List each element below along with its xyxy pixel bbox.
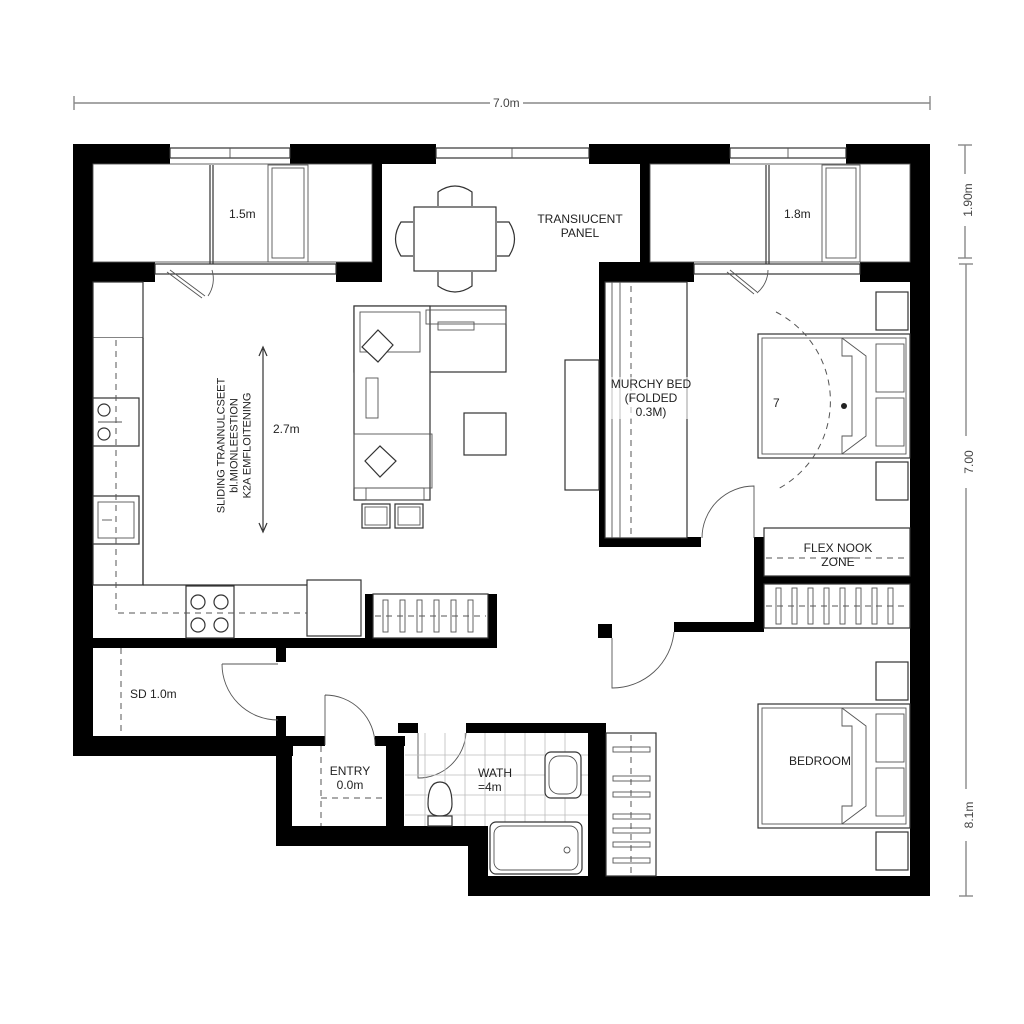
balcony-right-label: 1.8m — [784, 207, 811, 221]
storage-entry — [120, 648, 386, 826]
upper-bed — [757, 291, 911, 501]
dining-set — [394, 185, 516, 293]
translucent-panel-label: TRANSIUCENT PANEL — [537, 212, 623, 240]
dim-right-mid: 7.00 — [962, 436, 976, 488]
doors — [221, 631, 675, 779]
windows — [154, 147, 861, 275]
balcony-left-label: 1.5m — [229, 207, 256, 221]
bath-label: WATH =4m — [478, 766, 512, 794]
bedroom-label: BEDROOM — [789, 754, 852, 768]
living-sliding-note: SLIDING TRANNULCSEET bl.MIONLEESTION K2A… — [215, 377, 254, 514]
sectional-sofa — [353, 305, 507, 529]
storage-label: SD 1.0m — [130, 687, 177, 701]
dim-right-bottom: 8.1m — [962, 789, 976, 841]
walls — [73, 144, 930, 896]
kitchen-counters — [92, 281, 489, 639]
flex-nook-desk — [763, 527, 911, 629]
dim-top-width: 7.0m — [490, 96, 523, 110]
balconies — [92, 163, 911, 299]
bathroom-fixtures — [405, 733, 588, 875]
entry-label: ENTRY 0.0m — [329, 764, 371, 792]
murphy-bed-label: MURCHY BED (FOLDED 0.3M) — [606, 377, 696, 419]
living-height-dim: 2.7m — [273, 422, 300, 436]
dim-right-top: 1.90m — [961, 174, 975, 226]
lower-bedroom-furniture — [605, 661, 911, 877]
flex-nook-label: FLEX NOOK ZONE — [803, 541, 873, 569]
bed-swing-label: 7 — [773, 396, 780, 410]
